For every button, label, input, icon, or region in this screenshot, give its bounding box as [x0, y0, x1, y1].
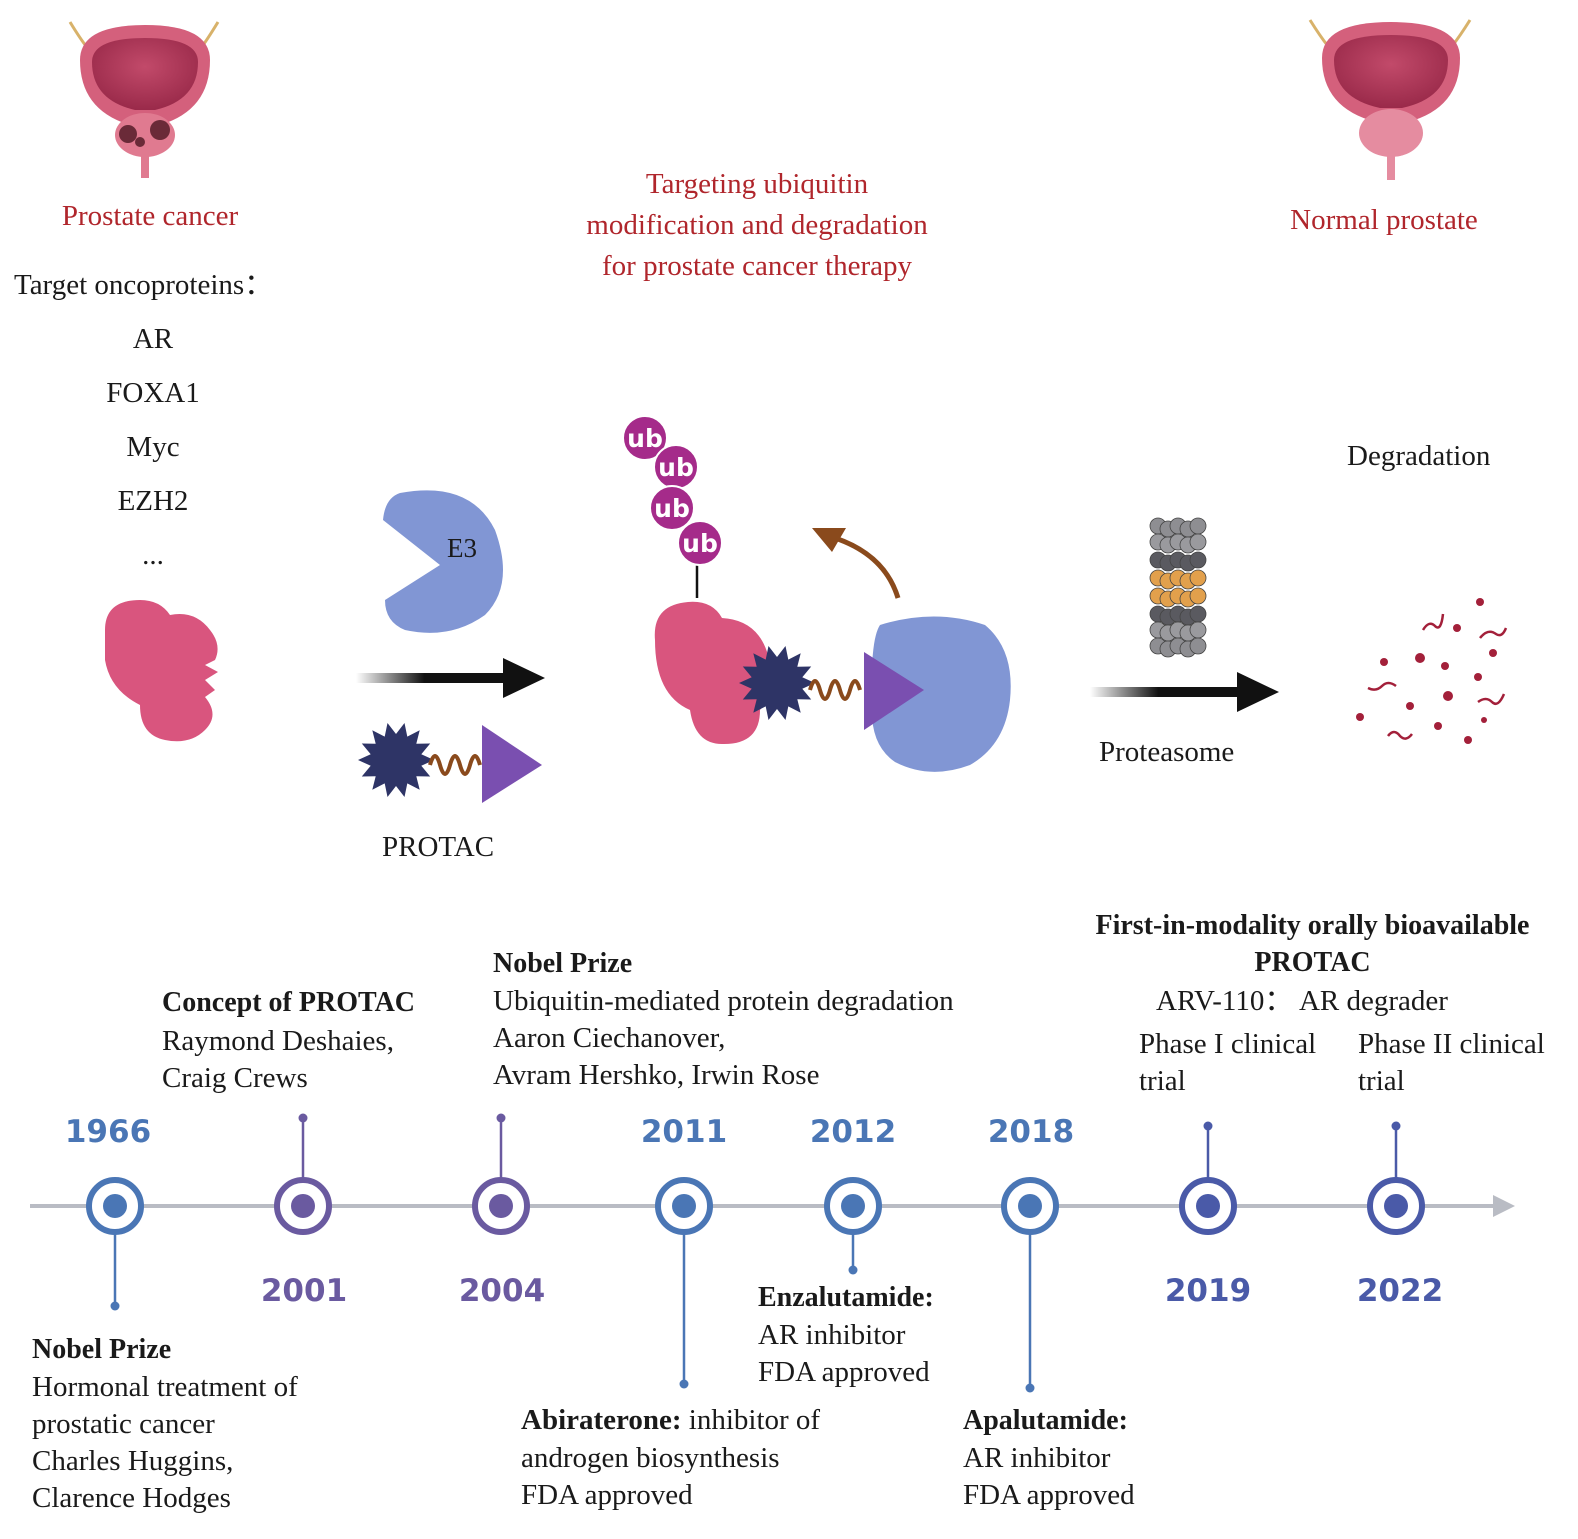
event-2004-line: Aaron Ciechanover, [493, 1022, 726, 1054]
event-2018-title: Apalutamide: [963, 1405, 1128, 1436]
arv110-description: ARV-110： AR degrader [1156, 985, 1448, 1017]
figure-title-line-3: for prostate cancer therapy [602, 250, 912, 282]
proteasome-bead [1189, 551, 1207, 569]
event-2011-title-row: Abiraterone: inhibitor of [521, 1406, 820, 1435]
event-1966-title: Nobel Prize [32, 1334, 172, 1365]
normal-prostate-label: Normal prostate [1290, 204, 1478, 236]
arrow-binding [356, 658, 545, 698]
year-label-2011: 2011 [640, 1114, 728, 1150]
timeline-node-dot [672, 1194, 696, 1218]
target-item: FOXA1 [106, 377, 200, 409]
timeline-axis [30, 1195, 1515, 1217]
timeline-marks [86, 1113, 1425, 1393]
normal-prostate-icon [1308, 19, 1472, 180]
proteasome-bead [1189, 569, 1207, 587]
e3-label: E3 [447, 533, 477, 563]
proteasome-bead [1189, 621, 1207, 639]
event-2018-line: AR inhibitor [963, 1442, 1111, 1474]
timeline-stem-tip [110, 1301, 120, 1311]
year-label-2019: 2019 [1164, 1273, 1252, 1309]
proteasome-bead [1189, 637, 1207, 655]
event-2004-line: Avram Hershko, Irwin Rose [493, 1059, 820, 1091]
event-2018-line: FDA approved [963, 1479, 1135, 1511]
timeline-node-dot [103, 1194, 127, 1218]
timeline-stem-tip [848, 1265, 858, 1275]
ub-label-2: ub [658, 453, 694, 482]
proteasome-bead [1189, 605, 1207, 623]
event-2001-line: Raymond Deshaies, [162, 1025, 394, 1057]
event-1966-line: Hormonal treatment of [32, 1371, 298, 1403]
event-2001-line: Craig Crews [162, 1062, 308, 1094]
ub-label-1: ub [627, 424, 663, 453]
year-label-2001: 2001 [260, 1273, 348, 1309]
event-2019-line: trial [1139, 1065, 1186, 1097]
arv110-heading-line-1: First-in-modality orally bioavailable [1095, 910, 1530, 941]
event-2011-line: androgen biosynthesis [521, 1442, 780, 1474]
event-1966-line: Clarence Hodges [32, 1482, 231, 1514]
timeline-node-dot [489, 1194, 513, 1218]
event-2012-title: Enzalutamide: [758, 1282, 934, 1313]
year-label-2022: 2022 [1356, 1273, 1444, 1309]
event-2004-line: Ubiquitin-mediated protein degradation [493, 985, 954, 1017]
protac-label: PROTAC [382, 831, 495, 863]
target-protein-free [105, 600, 218, 742]
figure-title-line-1: Targeting ubiquitin [645, 168, 869, 200]
target-item: ... [142, 539, 164, 571]
timeline-node-dot [1018, 1194, 1042, 1218]
figure-title-line-2: modification and degradation [586, 209, 928, 241]
e3-ligase-free [383, 490, 503, 633]
event-2012-line: FDA approved [758, 1356, 930, 1388]
ternary-complex [654, 528, 1011, 772]
prostate-cancer-label: Prostate cancer [61, 200, 239, 232]
arv110-heading-line-2: PROTAC [1254, 947, 1371, 978]
proteasome-label: Proteasome [1099, 736, 1235, 768]
timeline-node-dot [1196, 1194, 1220, 1218]
event-1966-line: prostatic cancer [32, 1408, 215, 1440]
year-label-2018: 2018 [987, 1114, 1075, 1150]
ubiquitin-chain: ub ub ub ub [622, 415, 723, 566]
event-2011-title: Abiraterone: [521, 1404, 682, 1436]
event-2011-title-suffix: inhibitor of [681, 1404, 821, 1436]
timeline-stem-tip [679, 1379, 689, 1389]
target-item: EZH2 [117, 485, 189, 517]
degradation-label: Degradation [1347, 440, 1491, 472]
event-1966-line: Charles Huggins, [32, 1445, 234, 1477]
year-label-2012: 2012 [809, 1114, 897, 1150]
proteasome-bead [1189, 517, 1207, 535]
event-2022-line: trial [1358, 1065, 1405, 1097]
year-label-2004: 2004 [458, 1273, 546, 1309]
target-item: Myc [126, 431, 180, 463]
proteasome-bead [1189, 587, 1207, 605]
event-2019-line: Phase I clinical [1139, 1028, 1317, 1060]
arrow-degradation [1090, 672, 1279, 712]
year-label-1966: 1966 [64, 1114, 152, 1150]
timeline-stem-tip [298, 1113, 308, 1123]
target-item: AR [132, 323, 174, 355]
proteasome-icon [1149, 517, 1207, 658]
event-2004-title: Nobel Prize [493, 948, 633, 979]
event-2022-line: Phase II clinical [1358, 1028, 1545, 1060]
timeline-stem-tip [496, 1113, 506, 1123]
timeline-node-dot [291, 1194, 315, 1218]
timeline-stem-tip [1025, 1383, 1035, 1393]
timeline-node-dot [841, 1194, 865, 1218]
proteasome-bead [1189, 533, 1207, 551]
ub-label-4: ub [682, 529, 718, 558]
timeline-stem-tip [1203, 1121, 1213, 1131]
target-oncoproteins-heading: Target oncoproteins： [14, 269, 274, 301]
timeline-stem-tip [1391, 1121, 1401, 1131]
peptide-fragments [1356, 598, 1508, 744]
protac-molecule [358, 723, 542, 803]
event-2012-line: AR inhibitor [758, 1319, 906, 1351]
event-2001-title: Concept of PROTAC [162, 987, 416, 1018]
ub-label-3: ub [654, 494, 690, 523]
prostate-cancer-icon [68, 21, 220, 178]
event-2011-line: FDA approved [521, 1479, 693, 1511]
timeline-node-dot [1384, 1194, 1408, 1218]
